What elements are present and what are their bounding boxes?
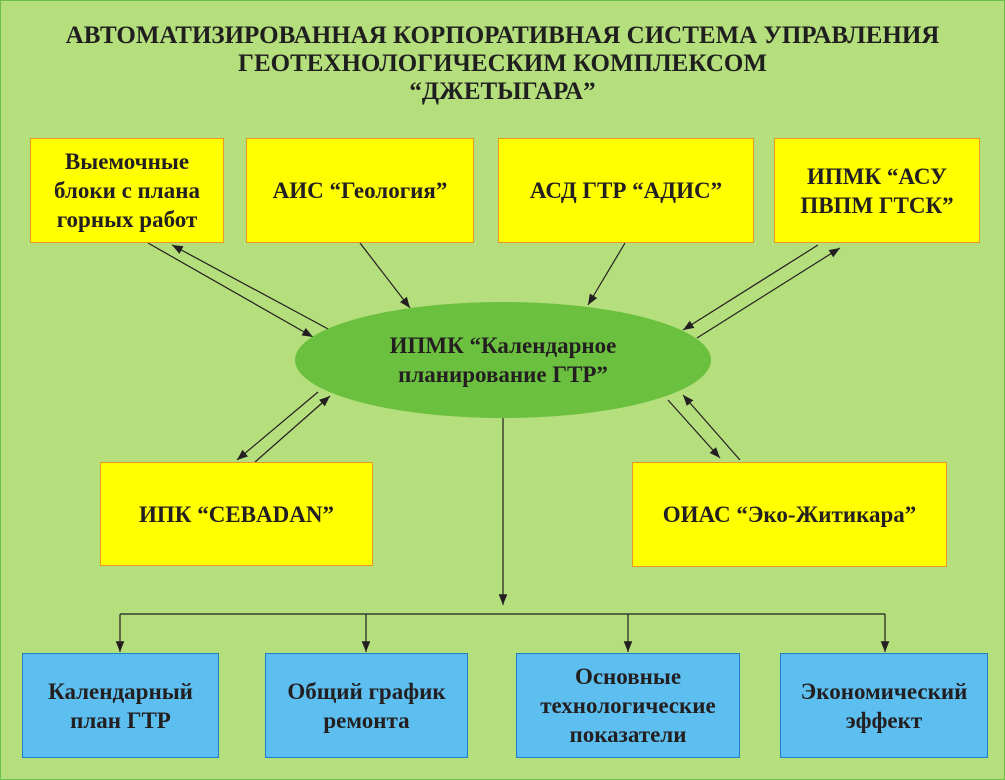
output-box-calendar-plan: Календарный план ГТР: [22, 653, 219, 758]
output-box-repair-schedule: Общий график ремонта: [265, 653, 468, 758]
arrow-cebadan-to-center: [254, 395, 331, 463]
arrow-center-to-cebadan: [236, 391, 319, 461]
arrow-center-to-eko: [667, 399, 721, 459]
title-line-2: ГЕОТЕХНОЛОГИЧЕСКИМ КОМПЛЕКСОМ: [238, 50, 767, 77]
center-ellipse: ИПМК “Календарное планирование ГТР”: [295, 302, 711, 418]
arrow-center-to-asu: [696, 247, 841, 339]
source-box-asu: ИПМК “АСУ ПВПМ ГТСК”: [774, 138, 980, 243]
source-box-geology: АИС “Геология”: [246, 138, 474, 243]
arrow-asu-to-center: [682, 244, 819, 331]
source-box-adis: АСД ГТР “АДИС”: [498, 138, 754, 243]
arrow-center-to-blocks: [171, 244, 331, 331]
box-cebadan: ИПК “CEBADAN”: [100, 462, 373, 566]
arrow-blocks-to-center: [147, 242, 314, 338]
output-box-tech-indicators: Основные технологические показатели: [516, 653, 740, 758]
box-eko-zhitikara: ОИАС “Эко-Житикара”: [632, 462, 947, 567]
center-label: ИПМК “Календарное планирование ГТР”: [389, 333, 617, 387]
output-box-economic-effect: Экономический эффект: [780, 653, 988, 758]
title-line-3: “ДЖЕТЫГАРА”: [409, 78, 596, 105]
arrow-geology-to-center: [359, 242, 411, 309]
title-line-1: АВТОМАТИЗИРОВАННАЯ КОРПОРАТИВНАЯ СИСТЕМА…: [65, 22, 940, 49]
source-box-mining-blocks: Выемочные блоки с плана горных работ: [30, 138, 224, 243]
diagram-title: АВТОМАТИЗИРОВАННАЯ КОРПОРАТИВНАЯ СИСТЕМА…: [0, 22, 1005, 106]
arrow-adis-to-center: [587, 242, 626, 306]
arrow-eko-to-center: [682, 394, 741, 461]
